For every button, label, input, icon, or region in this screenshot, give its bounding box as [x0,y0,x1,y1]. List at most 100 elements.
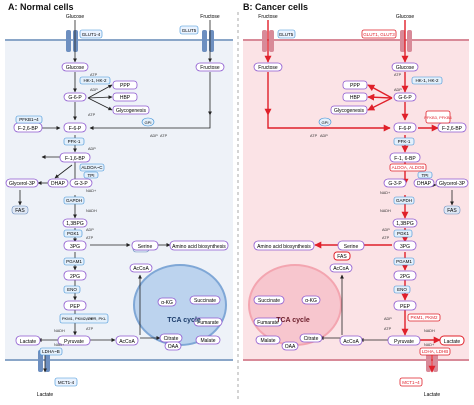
cancer-gapdh-label: GAPDH [396,198,412,203]
cancer-enzymes: HK-1, HK-2 PFKB3, PFKB4 PFK-1 ALDOA, ALD… [389,76,453,356]
glut14-transporter: GLUT1-4 [66,29,103,52]
cancer-lactate-out-label: Lactate [424,392,441,398]
nad2-label: NAD+ [54,343,65,347]
cancer-metabolites: Fructose Glucose Fructose Glucose G-6-P … [253,14,469,398]
f26bp-label: F-2,6-BP [18,126,39,132]
atp4-label: ATP [86,327,94,331]
cancer-pg3-label: 3PG [400,244,410,250]
cancer-succinate-label: Succinate [258,298,280,304]
cancer-glucose-in-label: Glucose [396,65,415,71]
cancer-adp4-label: ADP [384,317,392,321]
cancer-ppp-label: PPP [350,83,361,89]
nadh2-label: NADH [54,329,65,333]
mct-label: MCT1-4 [58,380,75,385]
atp2-label: ATP [88,113,96,117]
cancer-glycerol3p-label: Glycerol-3P [439,181,466,187]
fructose-out-label: Fructose [200,14,220,20]
cancer-nad2-label: NAD+ [424,343,435,347]
cancer-atp1-label: ATP [394,73,402,77]
cancer-fructose-in-label: Fructose [258,65,278,71]
serine-label: Serine [138,244,153,250]
pyruvate-label: Pyruvate [64,339,84,345]
gpi-label: GPI [145,120,152,125]
cancer-pgam1-label: PGAM1 [396,259,412,264]
nad-label: NAD+ [86,189,97,193]
cancer-atp4-label: ATP [384,327,392,331]
oaa-label: OAA [168,344,179,350]
cancer-glut13-label: GLUT1, GLUT3 [363,32,395,37]
bpg13-label: 1,3BPG [66,221,84,227]
cancer-aa-label: Amino acid biosynthesis [257,244,311,250]
pg3-label: 3PG [70,244,80,250]
pg2-label: 2PG [70,274,80,280]
cancer-side-pathways: PPP HBP Glycogenesis [330,80,368,115]
cancer-adp3-label: ADP [382,228,390,232]
glycogenesis-label: Glycogenesis [116,108,147,114]
cancer-nadh-label: NADH [380,209,391,213]
cancer-eno-label: ENO [397,287,407,292]
tpi-label: TPI [87,173,94,178]
cancer-acoa2-label: AcCoA [333,266,349,272]
tca-label: TCA cycle [167,317,201,324]
gapdh-label: GAPDH [66,198,82,203]
citrate-label: Citrate [164,336,179,342]
cancer-f26bp-label: F-2,6-BP [442,126,463,132]
cancer-citrate-label: Citrate [304,336,319,342]
cancer-oaa-label: OAA [285,344,296,350]
acoa-label: AcCoA [119,339,135,345]
glycerol3p-label: Glycerol-3P [9,181,36,187]
hbp-label: HBP [120,95,131,101]
cancer-fumarate-label: Fumarate [257,320,279,326]
cancer-tca-label: TCA cycle [276,317,310,324]
glucose-in-label: Glucose [66,65,85,71]
normal-arrows [18,20,212,373]
cancer-pg2-label: 2PG [400,274,410,280]
eno-label: ENO [67,287,77,292]
cancer-fructose-out-label: Fructose [258,14,278,20]
adp4-label: ADP [86,317,94,321]
cancer-pkm-label: PKM1, PKM2 [410,315,438,320]
cancer-acoa-label: AcCoA [343,339,359,345]
cancer-glycogenesis-label: Glycogenesis [334,108,365,114]
adp1-label: ADP [90,88,98,92]
cancer-nad-label: NAD+ [380,191,391,195]
glut14-label: GLUT1-4 [82,32,101,37]
pep-label: PEP [70,304,81,310]
cancer-f16bp-label: F-1, 6-BP [394,156,416,162]
fructose-in-label: Fructose [200,65,220,71]
g3p-label: G-3-P [74,181,88,187]
cancer-aldoa-label: ALDOA, ALDOB [392,165,425,170]
cancer-tpi-label: TPI [421,173,428,178]
pgam1-label: PGAM1 [66,259,82,264]
mct-transporter: MCT1-4 [38,350,78,387]
cancer-hk-label: HK-1, HK-2 [415,78,439,83]
glut5-label: GLUT5 [182,28,197,33]
cancer-dhap-label: DHAP [417,181,432,187]
cancer-gpi-label: GPI [322,120,329,125]
ldh-label: LDHA~B [42,349,60,354]
fas-left-label: FAS [15,208,25,214]
acoa2-label: AcCoA [133,266,149,272]
cancer-glut5-label: GLUT5 [279,32,294,37]
adp2-label: ADP [88,147,96,151]
normal-enzymes: HK-1, HK-2 PFKB1~4 PFK-1 ALDOA~C TPI GAP… [15,76,111,356]
cancer-fas-top-label: FAS [337,254,347,260]
pfkb-label: PFKB1~4 [19,117,39,122]
atp3-label: ATP [86,236,94,240]
cancer-lactate-in-label: Lactate [444,339,461,345]
g6p-label: G-6-P [68,95,82,101]
dhap-label: DHAP [51,181,66,187]
normal-metabolites: Glucose Fructose Glucose Fructose G-6-P … [5,14,229,398]
f6p-label: F-6-P [69,126,82,132]
cancer-adp-gpi-label: ADP [320,134,328,138]
f16bp-label: F-1,6-BP [65,156,86,162]
akg-label: α-KG [161,300,173,306]
cancer-mct-label: MCT1~4 [402,380,420,385]
normal-mitochondrion [133,264,227,346]
cancer-cofactors: ATP ADP ATP ADP NAD+ NADH ADP ATP ADP AT… [310,73,435,347]
aldoa-label: ALDOA~C [81,165,103,170]
cancer-pep-label: PEP [400,304,411,310]
hk-label: HK-1, HK-2 [83,78,107,83]
cancer-fas-right-label: FAS [447,208,457,214]
